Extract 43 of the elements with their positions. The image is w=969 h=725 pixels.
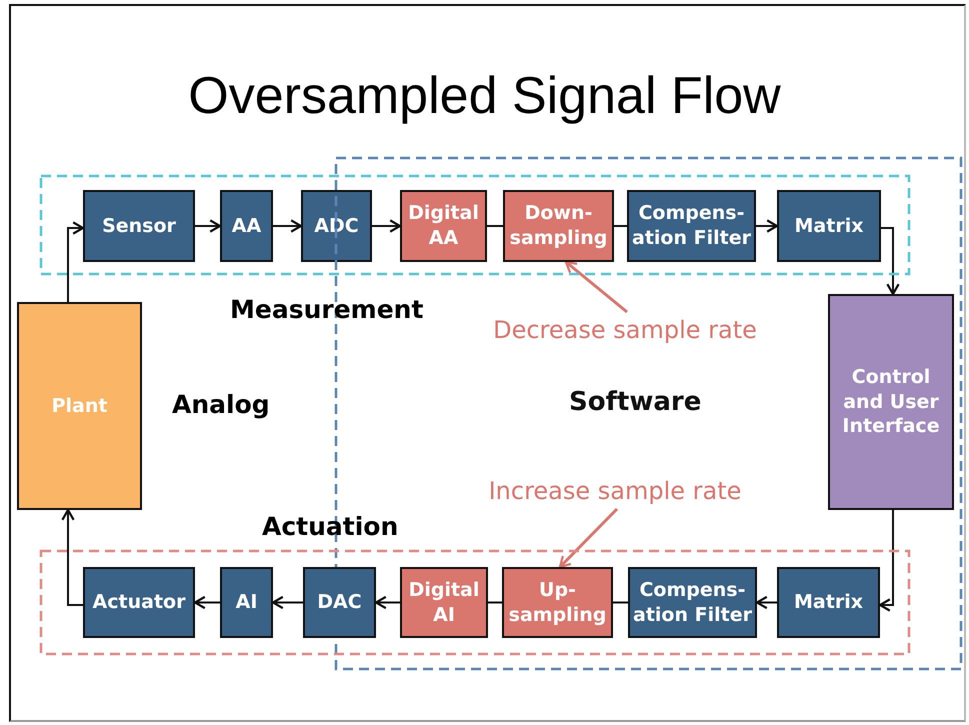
arrow bbox=[374, 596, 400, 610]
arrow bbox=[881, 227, 900, 296]
arrow bbox=[272, 596, 303, 610]
process-block: Plant bbox=[17, 302, 142, 510]
region-label: Analog bbox=[172, 390, 270, 419]
arrow bbox=[194, 596, 220, 610]
annotation-text: Increase sample rate bbox=[488, 477, 742, 505]
arrow bbox=[195, 219, 222, 233]
connector-line bbox=[614, 225, 627, 227]
process-block: Actuator bbox=[83, 567, 195, 638]
connector-line bbox=[487, 225, 503, 227]
process-block: Down- sampling bbox=[503, 190, 614, 262]
process-block: Control and User Interface bbox=[828, 294, 954, 510]
arrow bbox=[67, 221, 84, 302]
arrow bbox=[756, 596, 777, 610]
arrow bbox=[372, 219, 402, 233]
leader-line bbox=[564, 260, 628, 314]
arrow bbox=[61, 508, 83, 606]
arrow bbox=[756, 219, 778, 233]
connector-line bbox=[613, 602, 628, 604]
arrow bbox=[273, 219, 302, 233]
process-block: AA bbox=[220, 190, 273, 262]
process-block: Sensor bbox=[83, 190, 195, 262]
process-block: AI bbox=[220, 567, 273, 638]
process-block: Digital AA bbox=[400, 190, 487, 262]
title: Oversampled Signal Flow bbox=[187, 66, 782, 126]
process-block: DAC bbox=[303, 567, 376, 638]
process-block: Compens- ation Filter bbox=[627, 190, 756, 262]
region-label: Actuation bbox=[262, 512, 398, 541]
region-label: Measurement bbox=[230, 295, 424, 324]
group-heading: Software bbox=[569, 387, 702, 417]
dashed-group-outline bbox=[40, 175, 910, 275]
process-block: Matrix bbox=[777, 567, 880, 638]
process-block: Digital AI bbox=[400, 567, 488, 638]
arrow bbox=[878, 510, 894, 612]
dashed-group-outline bbox=[40, 550, 910, 655]
process-block: Matrix bbox=[777, 190, 881, 262]
leader-line bbox=[558, 508, 618, 568]
process-block: ADC bbox=[301, 190, 372, 262]
annotation-text: Decrease sample rate bbox=[493, 316, 757, 344]
process-block: Compens- ation Filter bbox=[628, 567, 757, 638]
process-block: Up- sampling bbox=[502, 567, 613, 638]
connector-line bbox=[488, 602, 502, 604]
